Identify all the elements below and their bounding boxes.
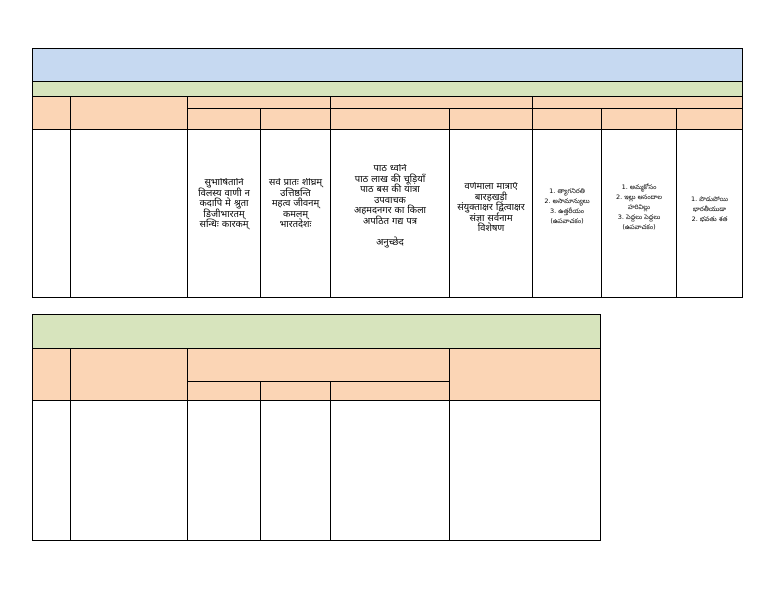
table1-title-bar <box>32 48 743 81</box>
table1-line <box>601 108 602 298</box>
table1-line <box>32 297 743 298</box>
table2-line <box>187 348 188 541</box>
hindi-lessons-cell: पाठ ध्वनि पाठ लाख की चूड़ियाँ पाठ बस की … <box>354 164 426 248</box>
table2-line <box>32 540 601 541</box>
table1-line <box>260 108 261 298</box>
sanskrit-lessons-cell-2: सर्वे प्रातः शीघ्रम् उत्तिष्ठन्ति महत्व … <box>268 178 323 230</box>
telugu-lessons-cell-1: 1. త్యాగనిరతి 2. అసామాన్యులు 3. ఉత్తరీయం… <box>544 187 590 225</box>
table1-line <box>32 129 743 130</box>
table1-header-row <box>32 96 743 129</box>
table2-line <box>70 348 71 541</box>
table1-line <box>188 108 743 109</box>
telugu-lessons-cell-3: 1. పొడుపోయి భారతీయుడా 2. భవతు శత <box>691 195 728 223</box>
table2-line <box>32 314 601 315</box>
table1-line <box>330 96 331 298</box>
table1-line <box>449 108 450 298</box>
sanskrit-lessons-cell-1: सुभाषितानि विलस्य वाणी न कदापि मे श्रुता… <box>198 178 250 230</box>
table2-line <box>32 348 601 349</box>
telugu-lessons-cell-2: 1. అమ్మకోసం 2. ఇల్లు ఆనందాల హరివిల్లు 3.… <box>615 183 663 231</box>
table1-line <box>676 108 677 298</box>
table2-title-bar <box>32 314 601 348</box>
table2-line <box>32 400 601 401</box>
table1-sub-bar <box>32 81 743 96</box>
table1-line <box>70 96 71 298</box>
table1-line <box>742 48 743 298</box>
table2-line <box>600 314 601 541</box>
table1-line <box>187 96 188 298</box>
table2-line <box>187 381 450 382</box>
table1-line <box>32 48 33 298</box>
table1-line <box>532 96 533 298</box>
table2-line <box>32 314 33 541</box>
table2-line <box>260 381 261 541</box>
hindi-grammar-cell: वर्णमाला मात्राएँ बारहखड़ी संयुक्ताक्षर … <box>457 182 525 234</box>
table1-line <box>32 81 743 82</box>
table1-line <box>32 48 743 49</box>
table2-header-row <box>32 348 601 400</box>
table1-line <box>32 96 743 97</box>
table2-line <box>449 348 450 541</box>
table2-line <box>330 381 331 541</box>
